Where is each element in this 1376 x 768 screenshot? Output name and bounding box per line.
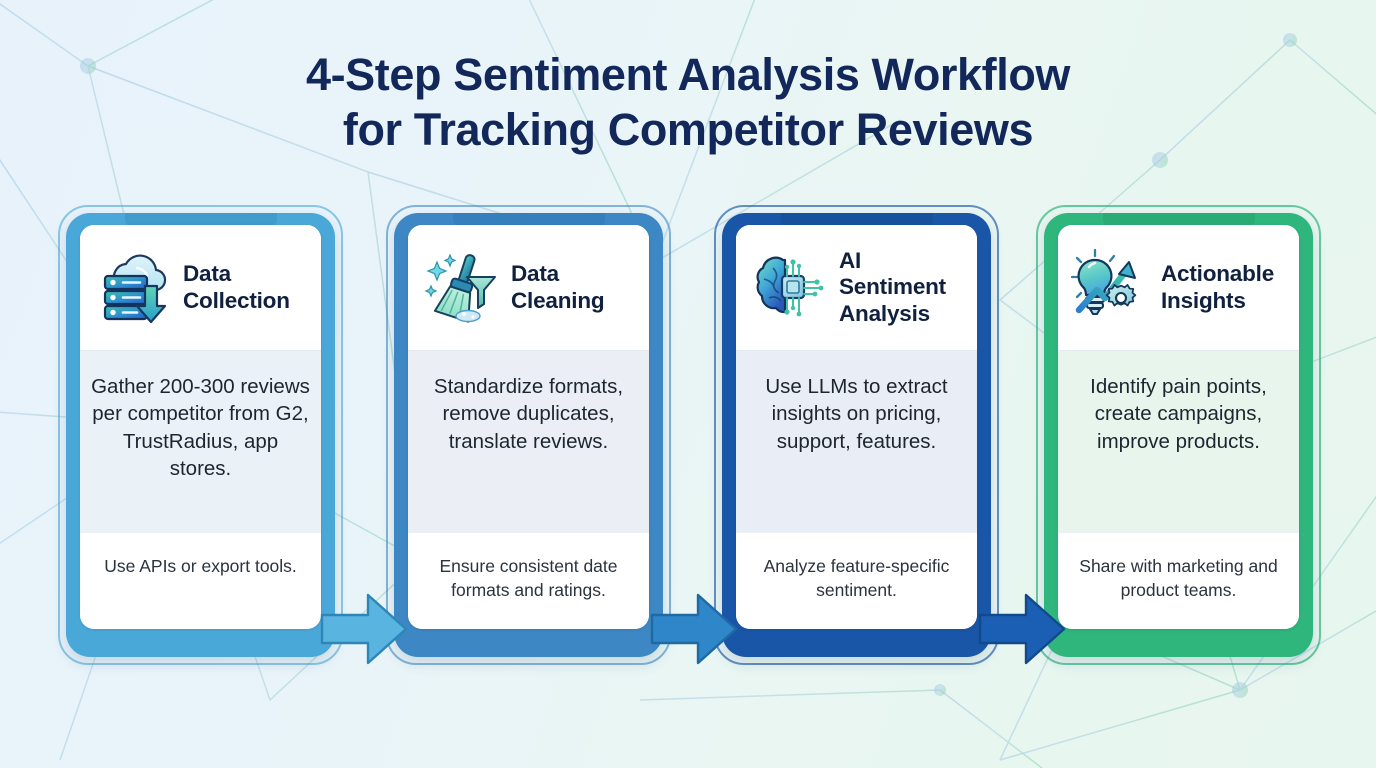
step-header-3: AI Sentiment Analysis <box>736 225 977 351</box>
step-title-4: Actionable Insights <box>1161 261 1275 313</box>
step-title-2: Data Cleaning <box>511 261 605 313</box>
workflow-steps-row: Data Collection Gather 200-300 reviews p… <box>0 205 1376 670</box>
step-footer-text-1: Use APIs or export tools. <box>104 556 297 576</box>
step-body-4: Identify pain points, create campaigns, … <box>1058 351 1299 533</box>
phone-screen-4: Actionable Insights Identify pain points… <box>1058 225 1299 629</box>
step-title-3: AI Sentiment Analysis <box>839 248 946 326</box>
phone-outline-1 <box>58 205 343 665</box>
page-title: 4-Step Sentiment Analysis Workflow for T… <box>0 48 1376 158</box>
step-footer-text-3: Analyze feature-specific sentiment. <box>763 556 950 600</box>
phone-screen-2: Data Cleaning Standardize formats, remov… <box>408 225 649 629</box>
step-footer-4: Share with marketing and product teams. <box>1058 533 1299 629</box>
phone-notch-2 <box>452 213 605 228</box>
step-body-text-1: Gather 200-300 reviews per competitor fr… <box>91 375 310 480</box>
cloud-database-download-icon <box>92 247 174 329</box>
arrow-step2-to-step3 <box>648 585 740 673</box>
phone-notch-1 <box>124 213 277 228</box>
step-footer-1: Use APIs or export tools. <box>80 533 321 629</box>
step-body-text-2: Standardize formats, remove duplicates, … <box>433 375 624 453</box>
step-footer-text-2: Ensure consistent date formats and ratin… <box>439 556 618 600</box>
phone-outline-2 <box>386 205 671 665</box>
phone-screen-1: Data Collection Gather 200-300 reviews p… <box>80 225 321 629</box>
step-header-1: Data Collection <box>80 225 321 351</box>
arrow-step3-to-step4 <box>976 585 1068 673</box>
phone-bezel-4: Actionable Insights Identify pain points… <box>1044 213 1313 657</box>
step-card-actionable-insights[interactable]: Actionable Insights Identify pain points… <box>1036 205 1321 665</box>
step-header-4: Actionable Insights <box>1058 225 1299 351</box>
step-body-text-4: Identify pain points, create campaigns, … <box>1090 375 1267 453</box>
broom-funnel-sparkle-icon <box>420 247 502 329</box>
step-header-2: Data Cleaning <box>408 225 649 351</box>
phone-notch-3 <box>780 213 933 228</box>
step-footer-3: Analyze feature-specific sentiment. <box>736 533 977 629</box>
phone-bezel-3: AI Sentiment Analysis Use LLMs to extrac… <box>722 213 991 657</box>
phone-bezel-2: Data Cleaning Standardize formats, remov… <box>394 213 663 657</box>
step-body-text-3: Use LLMs to extract insights on pricing,… <box>765 375 948 453</box>
step-body-3: Use LLMs to extract insights on pricing,… <box>736 351 977 533</box>
phone-bezel-1: Data Collection Gather 200-300 reviews p… <box>66 213 335 657</box>
phone-outline-3 <box>714 205 999 665</box>
step-body-1: Gather 200-300 reviews per competitor fr… <box>80 351 321 533</box>
step-footer-text-4: Share with marketing and product teams. <box>1079 556 1278 600</box>
phone-screen-3: AI Sentiment Analysis Use LLMs to extrac… <box>736 225 977 629</box>
page-title-line-2: for Tracking Competitor Reviews <box>342 103 1034 155</box>
brain-chip-ai-icon <box>748 247 830 329</box>
step-footer-2: Ensure consistent date formats and ratin… <box>408 533 649 629</box>
arrow-step1-to-step2 <box>318 585 410 673</box>
phone-notch-4 <box>1102 213 1255 228</box>
step-title-1: Data Collection <box>183 261 290 313</box>
step-card-data-cleaning[interactable]: Data Cleaning Standardize formats, remov… <box>386 205 671 665</box>
step-card-data-collection[interactable]: Data Collection Gather 200-300 reviews p… <box>58 205 343 665</box>
phone-outline-4 <box>1036 205 1321 665</box>
step-card-ai-sentiment-analysis[interactable]: AI Sentiment Analysis Use LLMs to extrac… <box>714 205 999 665</box>
page-title-line-1: 4-Step Sentiment Analysis Workflow <box>305 49 1071 100</box>
step-body-2: Standardize formats, remove duplicates, … <box>408 351 649 533</box>
lightbulb-growth-gear-icon <box>1070 247 1152 329</box>
